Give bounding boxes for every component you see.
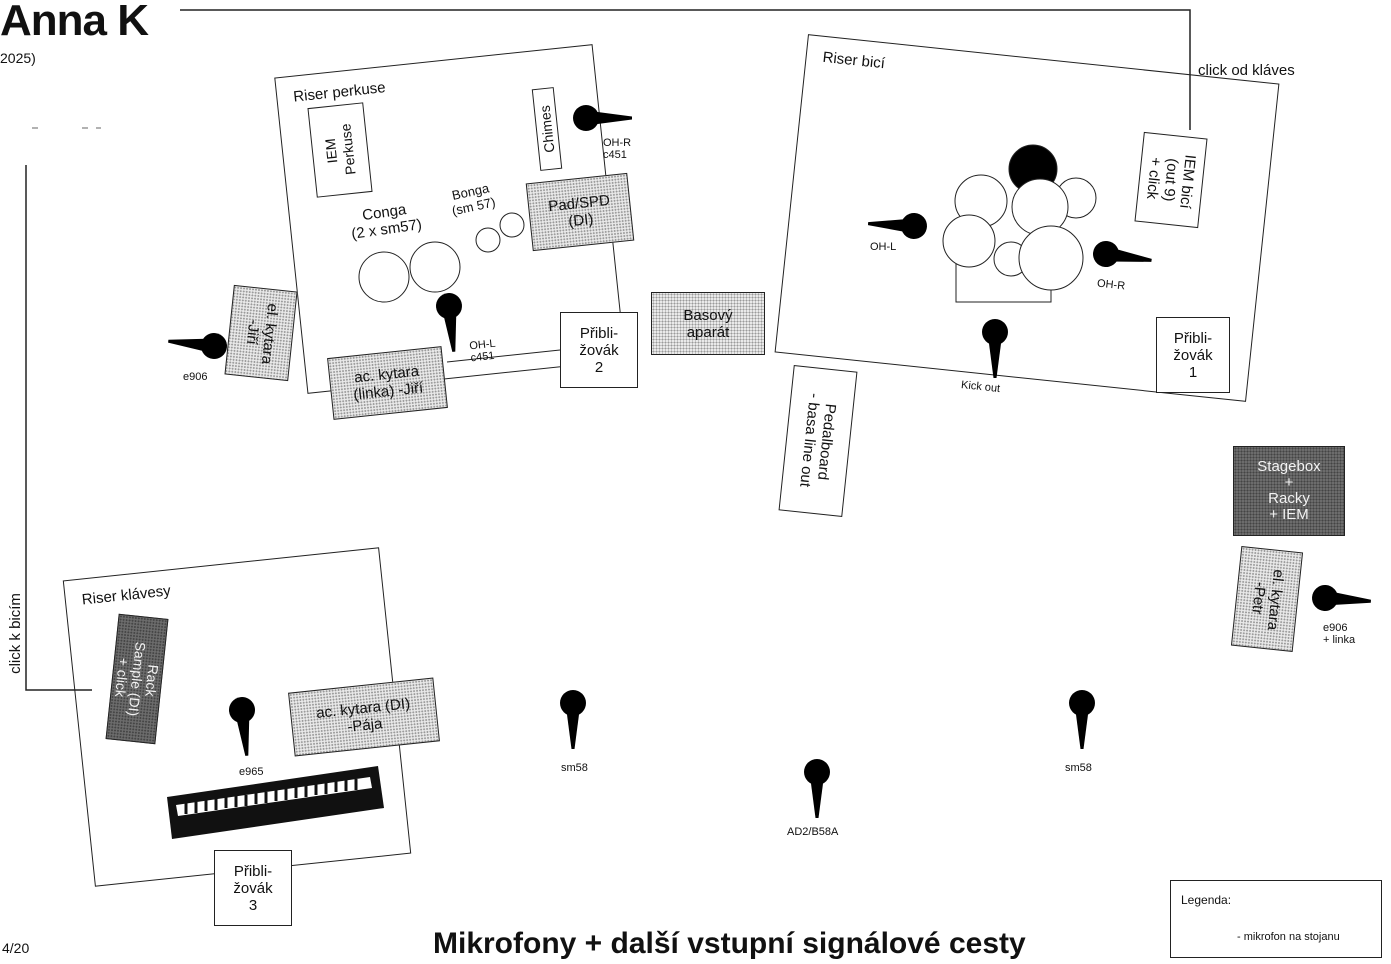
- mic-sm58-right-icon: [1069, 690, 1095, 749]
- ac-guitar-jiri-box: ac. kytara (linka) -Jiří: [327, 346, 448, 420]
- iem-drums-box: IEM bicí (out 9) + click: [1134, 131, 1208, 229]
- mic-oh-r-drums-icon: [1093, 241, 1152, 267]
- mic-sm58-left-label: sm58: [561, 762, 588, 774]
- mic-e906-left-icon: [168, 333, 227, 359]
- monitor-1-box: Přibli- žovák 1: [1156, 317, 1230, 393]
- mic-e906-right-label: e906 + linka: [1323, 622, 1356, 646]
- mic-oh-r-perc-label: OH-R c451: [603, 137, 632, 161]
- mic-sm58-right-label: sm58: [1065, 762, 1092, 774]
- mic-oh-r-perc-icon: [573, 105, 632, 131]
- mic-oh-l-perc-icon: [436, 293, 462, 352]
- drum-kit-icon: [942, 144, 1097, 303]
- diagram-caption: Mikrofony + další vstupní signálové cest…: [433, 927, 1026, 960]
- click-drums-label: click k bicím: [6, 593, 24, 674]
- click-drums-wire: [25, 165, 92, 691]
- iem-percussion-box: IEM Perkuse: [307, 102, 373, 198]
- mic-oh-l-drums-label: OH-L: [870, 241, 897, 253]
- click-keys-wire: [180, 9, 1191, 130]
- stagebox-box: Stagebox + Racky + IEM: [1233, 446, 1345, 536]
- monitor-2-wire: [446, 349, 561, 363]
- pad-spd-box: Pad/SPD (DI): [525, 172, 635, 252]
- click-keys-label: click od kláves: [1198, 62, 1295, 79]
- mic-e906-right-icon: [1312, 585, 1371, 611]
- bass-amp-box: Basový aparát: [651, 292, 765, 355]
- monitor-2-box: Přibli- žovák 2: [560, 312, 638, 388]
- year-label: 2025): [0, 50, 36, 66]
- mic-sm58-left-icon: [560, 690, 586, 749]
- page-number: 4/20: [2, 940, 30, 956]
- page-title: Anna K: [0, 0, 149, 45]
- mic-e965-icon: [229, 697, 255, 756]
- mic-ad2-icon: [804, 759, 830, 818]
- conga-drums-icon: [358, 241, 461, 303]
- mic-e965-label: e965: [239, 766, 264, 778]
- legend-item-mic: - mikrofon na stojanu: [1237, 931, 1340, 943]
- mic-ad2-label: AD2/B58A: [787, 826, 839, 838]
- legend: Legenda: - mikrofon na stojanu: [1170, 880, 1382, 958]
- keyboard-icon: [167, 766, 384, 839]
- legend-title: Legenda:: [1181, 893, 1232, 907]
- mic-e906-left-label: e906: [183, 371, 208, 383]
- el-guitar-jiri-box: el. kytara -Jiří: [224, 284, 298, 382]
- mic-oh-l-drums-icon: [867, 213, 927, 239]
- el-guitar-petr-box: el. kytara -Petr: [1230, 546, 1304, 652]
- monitor-3-box: Přibli- žovák 3: [214, 850, 292, 926]
- mic-kick-out-icon: [982, 319, 1008, 378]
- mic-oh-l-perc-label: OH-L c451: [468, 337, 497, 365]
- bongo-drums-icon: [475, 212, 525, 253]
